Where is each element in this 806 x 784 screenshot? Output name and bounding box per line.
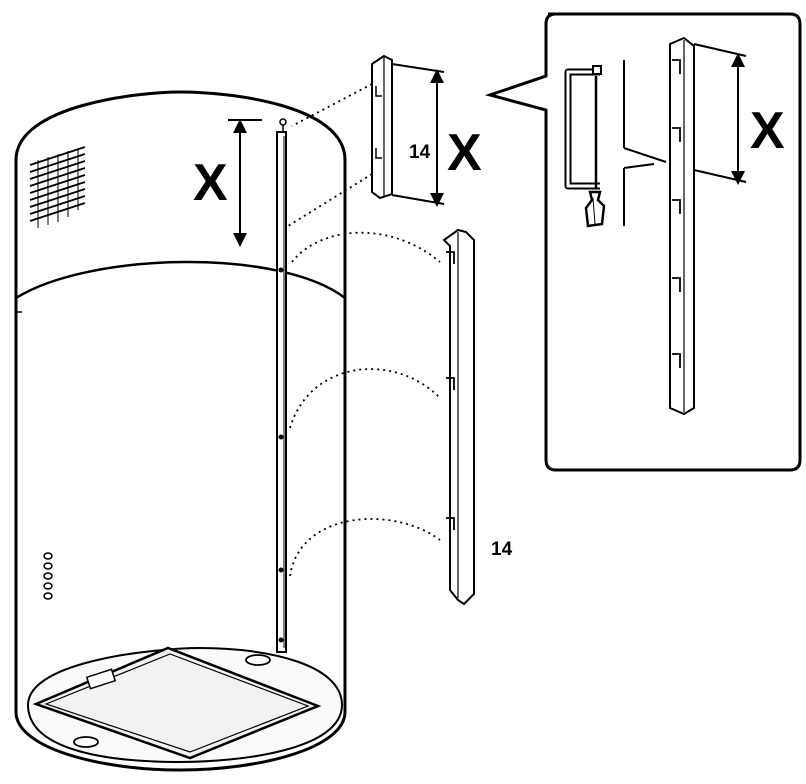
dimension-14-bracket bbox=[391, 63, 445, 207]
control-button-1 bbox=[43, 552, 53, 560]
control-button-3 bbox=[43, 572, 53, 580]
connection-dotted-lines bbox=[287, 83, 441, 577]
dimension-x-label-hood: X bbox=[193, 154, 228, 212]
control-button-5 bbox=[43, 592, 53, 600]
bottom-light-left bbox=[73, 736, 99, 748]
control-button-2 bbox=[43, 562, 53, 570]
detail-callout bbox=[484, 12, 802, 472]
grease-filter-latch bbox=[85, 668, 117, 690]
ventilation-grille bbox=[29, 146, 86, 228]
hood-bottom-filter bbox=[26, 646, 344, 764]
bottom-light-right bbox=[245, 654, 271, 666]
dimension-x-detail bbox=[693, 43, 747, 185]
upper-bracket-piece bbox=[371, 54, 393, 200]
hood-mounting-rail bbox=[276, 118, 287, 653]
detail-rail bbox=[669, 36, 695, 416]
dimension-x-label-bracket: X bbox=[447, 124, 482, 182]
dimension-x-hood bbox=[228, 119, 262, 247]
control-buttons bbox=[43, 552, 53, 600]
control-button-4 bbox=[43, 582, 53, 590]
cooker-hood-cylinder bbox=[14, 90, 347, 772]
hacksaw-icon bbox=[564, 65, 606, 228]
part-number-bracket: 14 bbox=[409, 142, 431, 163]
long-rail-piece bbox=[442, 228, 475, 606]
part-number-rail: 14 bbox=[491, 539, 513, 560]
cut-mark-lines bbox=[623, 60, 667, 226]
dimension-x-label-detail: X bbox=[750, 102, 785, 160]
